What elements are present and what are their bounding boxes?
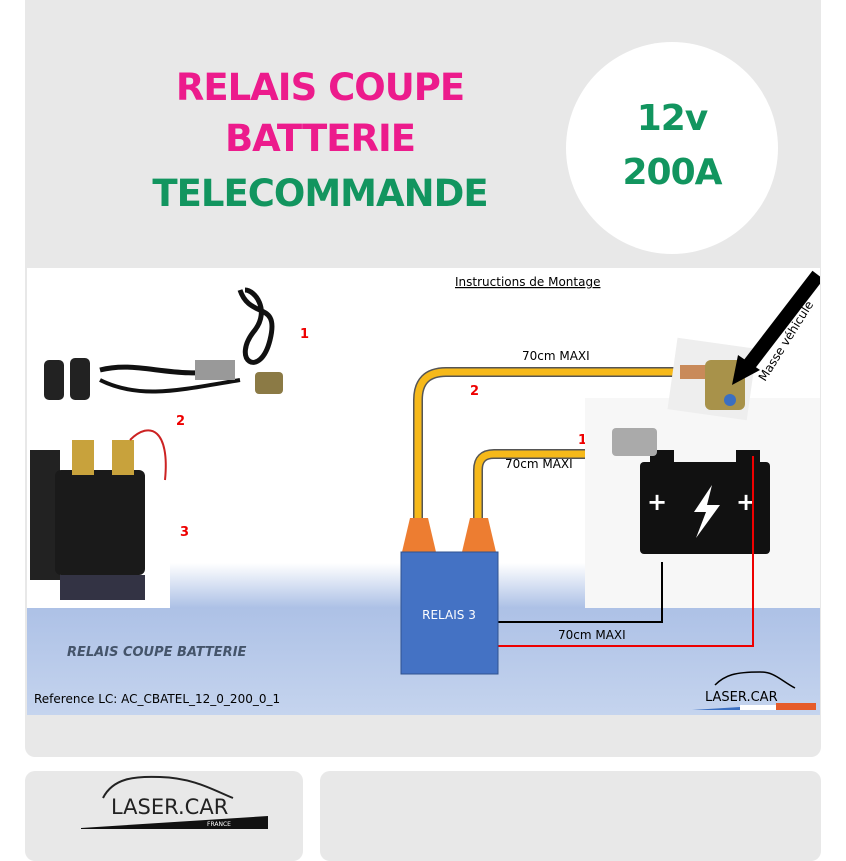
cable-1 [474,450,615,525]
black-wire [498,562,663,623]
reference: Reference LC: AC_CBATEL_12_0_200_0_1 [34,692,280,706]
marker-2: 2 [470,384,479,399]
relay-label: RELAIS 3 [422,608,476,622]
remote-kit-image [44,287,283,400]
relay-image [27,429,170,608]
svg-text:LASER.CAR: LASER.CAR [705,690,778,705]
diagram-heading: Instructions de Montage [455,275,600,289]
footer-logo-panel: LASER.CAR FRANCE [25,771,303,861]
cable-2 [414,368,680,525]
marker-2-kit: 2 [176,414,185,429]
marker-1-kit: 1 [300,327,309,342]
battery-image: + + [585,398,820,608]
title-line-2: BATTERIE [224,117,416,160]
ground-terminal-image [667,337,757,421]
cable-label-bottom: 70cm MAXI [558,628,626,642]
cable-label-mid: 70cm MAXI [505,457,573,471]
laser-car-france-logo: LASER.CAR FRANCE [81,775,268,829]
svg-text:FRANCE: FRANCE [207,821,231,828]
relay-box [400,551,499,675]
title-line-1: RELAIS COUPE [175,66,465,109]
svg-text:+: + [736,488,756,516]
voltage: 12v [636,98,709,139]
cable-label-top: 70cm MAXI [522,349,590,363]
spec-badge: 12v 200A [566,42,778,254]
product-caption: RELAIS COUPE BATTERIE [67,645,247,660]
red-wire [498,456,754,647]
marker-1: 1 [578,433,587,448]
footer-panel [320,771,821,861]
ground-arrow [739,270,820,375]
title-line-3: TELECOMMANDE [152,172,488,215]
current: 200A [622,152,722,193]
laser-car-logo: LASER.CAR [692,671,816,710]
svg-text:+: + [647,488,667,516]
wiring-diagram: 1 2 3 Instructions de Montage 70cm MAXI … [27,268,820,715]
svg-text:LASER.CAR: LASER.CAR [111,795,228,819]
marker-3-kit: 3 [180,525,189,540]
